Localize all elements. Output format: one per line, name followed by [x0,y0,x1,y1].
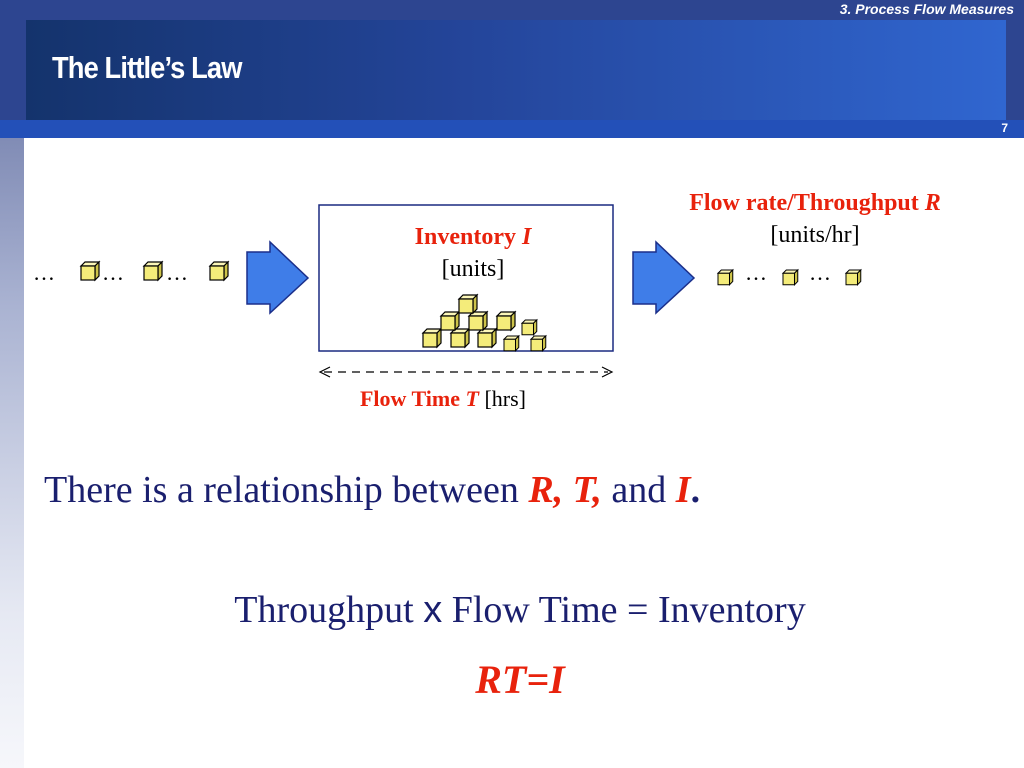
page-number-strip [0,120,1024,138]
ellipsis-4: … [745,260,767,285]
output-arrow-icon [632,240,696,315]
flow-time-symbol: T [465,386,479,411]
flow-rate-symbol: R [924,190,941,216]
ellipsis-2: … [102,260,124,285]
ellipsis-5: … [809,260,831,285]
flow-time-units: [hrs] [484,386,527,411]
flow-time-label: Flow Time T [hrs] [300,386,586,412]
formula-words: Throughput x Flow Time = Inventory [0,588,1024,632]
section-label: 3. Process Flow Measures [839,1,1014,17]
formula-short: RT=I [475,657,565,702]
title-panel [26,20,1006,120]
relationship-sentence: There is a relationship between R, T, an… [44,468,700,512]
inventory-label: Inventory I [320,224,626,251]
inventory-symbol: I [522,224,532,250]
inventory-label-text: Inventory [414,224,516,250]
flow-rate-units: [units/hr] [770,222,860,248]
flow-rate-label-text: Flow rate/Throughput [689,190,919,216]
relationship-and: and [611,469,667,511]
outgoing-cubes [717,269,862,286]
formula-times: x [423,589,443,631]
flow-time-arrow [318,366,614,378]
relationship-period: . [690,469,701,511]
relationship-text: There is a relationship between [44,469,519,511]
relationship-symbol-i: I [675,469,691,511]
inventory-box [318,204,614,352]
formula-right: Flow Time = Inventory [451,589,806,631]
formula-left: Throughput [234,589,414,631]
input-arrow-icon [246,240,310,315]
flow-rate-label: Flow rate/Throughput R [640,190,990,217]
page-number: 7 [1001,121,1008,135]
ellipsis-3: … [166,260,188,285]
slide-title: The Little’s Law [52,50,242,85]
inventory-units: [units] [441,256,505,282]
ellipsis-1: … [33,260,55,285]
relationship-symbols-rt: R, T, [528,469,602,511]
flow-time-label-text: Flow Time [359,386,461,411]
